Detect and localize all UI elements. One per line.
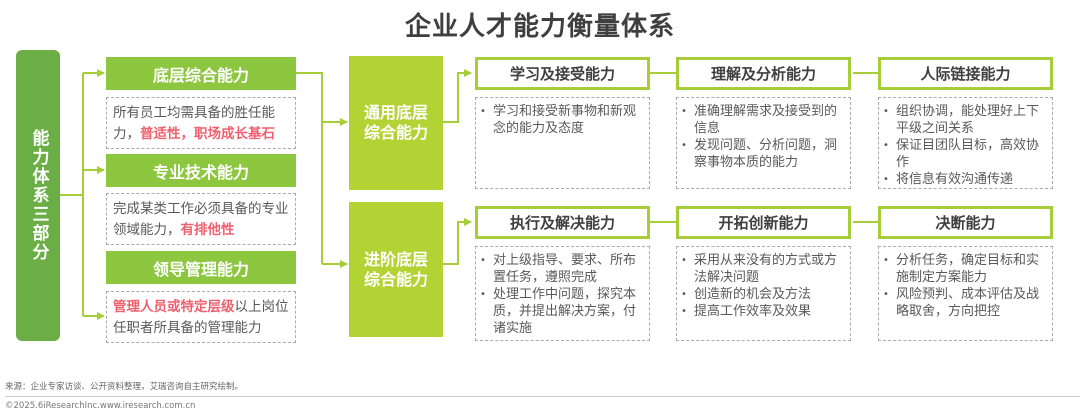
mid-label-line1: 进阶底层 bbox=[363, 249, 428, 269]
bullet: 对上级指导、要求、所布置任务，遵照完成 bbox=[480, 252, 645, 286]
connector-mid2-row2 bbox=[443, 218, 472, 265]
mid-label-line2: 综合能力 bbox=[363, 269, 428, 289]
left-desc-professional: 完成某类工作必须具备的专业领域能力，有排他性 bbox=[106, 193, 296, 245]
ability-desc-learning: 学习和接受新事物和新观念的能力及态度 bbox=[475, 97, 650, 189]
ability-desc-innovation: 采用从来没有的方式或方法解决问题 创造新的机会及方法 提高工作效率及效果 bbox=[676, 246, 851, 341]
bullet: 处理工作中问题，探究本质，并提出解决方案，付诸实施 bbox=[480, 286, 645, 337]
root-block: 能力体系三部分 bbox=[16, 50, 60, 341]
ability-title-execution: 执行及解决能力 bbox=[475, 206, 650, 239]
root-label: 能力体系三部分 bbox=[28, 129, 49, 262]
ability-title-innovation: 开拓创新能力 bbox=[676, 206, 851, 239]
bullet: 准确理解需求及接受到的信息 bbox=[681, 103, 846, 137]
bullet: 采用从来没有的方式或方法解决问题 bbox=[681, 252, 846, 286]
page-title: 企业人才能力衡量体系 bbox=[404, 12, 675, 42]
desc-highlight: 有排他性 bbox=[180, 222, 235, 238]
source-note: 来源：企业专家访谈、公开资料整理，艾瑞咨询自主研究绘制。 bbox=[5, 382, 244, 392]
mid-block-general: 通用底层综合能力 bbox=[349, 56, 443, 190]
mid-label-line2: 综合能力 bbox=[363, 123, 428, 142]
mid-label-line1: 通用底层 bbox=[363, 103, 428, 122]
bullet: 分析任务，确定目标和实施制定方案能力 bbox=[883, 252, 1048, 286]
bullet: 提高工作效率及效果 bbox=[681, 303, 846, 320]
desc-highlight: 普适性，职场成长基石 bbox=[140, 126, 275, 142]
ability-desc-decision: 分析任务，确定目标和实施制定方案能力 风险预判、成本评估及战略取舍，方向把控 bbox=[878, 246, 1053, 341]
ability-desc-interpersonal: 组织协调，能处理好上下平级之间关系 保证目团队目标，高效协作 将信息有效沟通传递 bbox=[878, 97, 1053, 189]
bullet: 保证目团队目标，高效协作 bbox=[883, 137, 1048, 171]
copyright: ©2025.6iResearchInc.www.iresearch.com.cn bbox=[5, 401, 196, 411]
mid-block-advanced: 进阶底层综合能力 bbox=[349, 202, 443, 337]
ability-desc-execution: 对上级指导、要求、所布置任务，遵照完成 处理工作中问题，探究本质，并提出解决方案… bbox=[475, 246, 650, 341]
bullet: 风险预判、成本评估及战略取舍，方向把控 bbox=[883, 286, 1048, 320]
desc-text: 以上岗位任职者所具备的管理能力 bbox=[113, 299, 289, 336]
bullet: 创造新的机会及方法 bbox=[681, 286, 846, 303]
footer-divider bbox=[5, 396, 1080, 397]
left-header-basic: 底层综合能力 bbox=[106, 57, 296, 90]
ability-desc-analysis: 准确理解需求及接受到的信息 发现问题、分析问题，洞察事物本质的能力 bbox=[676, 97, 851, 189]
ability-title-interpersonal: 人际链接能力 bbox=[878, 57, 1053, 90]
bullet: 组织协调，能处理好上下平级之间关系 bbox=[883, 103, 1048, 137]
ability-title-analysis: 理解及分析能力 bbox=[676, 57, 851, 90]
ability-title-learning: 学习及接受能力 bbox=[475, 57, 650, 90]
connector-left-out bbox=[296, 72, 323, 264]
desc-highlight: 管理人员或特定层级 bbox=[113, 299, 235, 315]
left-header-leadership: 领导管理能力 bbox=[106, 251, 296, 284]
left-desc-basic: 所有员工均需具备的胜任能力，普适性，职场成长基石 bbox=[106, 97, 296, 149]
connector-mid1-row1 bbox=[443, 69, 472, 123]
bullet: 学习和接受新事物和新观念的能力及态度 bbox=[480, 103, 645, 137]
ability-title-decision: 决断能力 bbox=[878, 206, 1053, 239]
bullet: 将信息有效沟通传递 bbox=[883, 171, 1048, 188]
bullet: 发现问题、分析问题，洞察事物本质的能力 bbox=[681, 137, 846, 171]
left-desc-leadership: 管理人员或特定层级以上岗位任职者所具备的管理能力 bbox=[106, 291, 296, 343]
desc-text: 完成某类工作必须具备的专业领域能力， bbox=[113, 201, 289, 238]
left-header-professional: 专业技术能力 bbox=[106, 154, 296, 187]
desc-text: 所有员工均需具备的胜任能力， bbox=[113, 105, 275, 142]
